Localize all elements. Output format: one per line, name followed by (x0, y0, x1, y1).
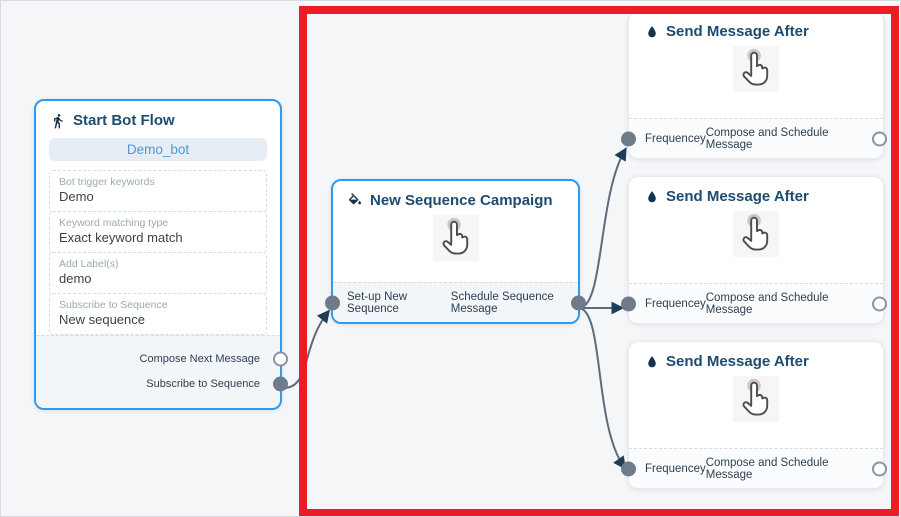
tap-hand-cursor-icon[interactable] (432, 215, 479, 261)
output-port-compose-next-message[interactable] (273, 351, 288, 366)
field-value: Demo (59, 188, 94, 204)
input-port-label: Frequencey (645, 297, 706, 310)
output-port-subscribe-to-sequence[interactable] (273, 376, 288, 391)
node-body (629, 376, 883, 422)
field-label: Subscribe to Sequence (59, 298, 168, 311)
node-body (629, 46, 883, 92)
node-send-message-after-1[interactable]: Send Message After Frequencey Compose an… (621, 11, 887, 159)
node-title: Start Bot Flow (73, 112, 175, 129)
input-port-label: Frequencey (645, 132, 706, 145)
node-footer: Frequencey Compose and Schedule Message (621, 118, 887, 158)
water-drop-icon (648, 355, 656, 367)
input-port-label: Set-up New Sequence (347, 290, 408, 315)
node-title: Send Message After (666, 23, 809, 40)
node-header: Send Message After (629, 177, 883, 211)
water-drop-icon (648, 190, 656, 202)
node-footer: Frequencey Compose and Schedule Message (621, 448, 887, 488)
output-port-compose-and-schedule[interactable] (872, 131, 887, 146)
field-value: New sequence (59, 312, 145, 328)
edge-start-to-sequence (283, 309, 331, 389)
node-new-sequence-campaign[interactable]: New Sequence Campaign Set-up New Sequenc… (325, 179, 586, 324)
node-body (629, 211, 883, 257)
field-label: Bot trigger keywords (59, 175, 155, 188)
bot-name-button[interactable]: Demo_bot (49, 138, 267, 161)
field-label: Keyword matching type (59, 216, 169, 229)
port-label: Compose Next Message (139, 352, 260, 365)
node-header: New Sequence Campaign (333, 181, 578, 215)
output-port-label: Schedule Sequence Message (450, 290, 554, 315)
node-footer: Set-up New Sequence Schedule Sequence Me… (325, 282, 586, 322)
node-footer: Compose Next Message Subscribe to Sequen… (36, 335, 288, 408)
node-send-message-after-3[interactable]: Send Message After Frequencey Compose an… (621, 341, 887, 489)
field-value: demo (59, 271, 92, 287)
field-list: Bot trigger keywords Demo Keyword matchi… (49, 169, 267, 335)
edge-sequence-to-send-1 (579, 147, 627, 309)
input-port-set-up-new-sequence[interactable] (325, 295, 340, 310)
tap-hand-cursor-icon[interactable] (733, 46, 779, 92)
node-header: Send Message After (629, 342, 883, 376)
output-row-compose-next-message: Compose Next Message (36, 346, 288, 371)
field-value: Exact keyword match (59, 229, 183, 245)
input-port-label: Frequencey (645, 462, 706, 475)
node-title: New Sequence Campaign (370, 192, 553, 209)
field-add-labels[interactable]: Add Label(s) demo (49, 251, 267, 294)
input-port-frequencey[interactable] (621, 461, 636, 476)
water-drop-icon (648, 25, 656, 37)
node-body (333, 215, 578, 261)
output-port-schedule-sequence-message[interactable] (571, 295, 586, 310)
output-port-compose-and-schedule[interactable] (872, 461, 887, 476)
edge-sequence-to-send-3 (579, 307, 626, 470)
output-row-subscribe-to-sequence: Subscribe to Sequence (36, 371, 288, 396)
field-subscribe-to-sequence[interactable]: Subscribe to Sequence New sequence (49, 292, 267, 335)
walking-person-icon (54, 113, 63, 128)
node-send-message-after-2[interactable]: Send Message After Frequencey Compose an… (621, 176, 887, 324)
paint-bucket-icon (348, 192, 361, 204)
input-port-frequencey[interactable] (621, 296, 636, 311)
tap-hand-cursor-icon[interactable] (733, 211, 779, 257)
tap-hand-cursor-icon[interactable] (733, 376, 779, 422)
node-start-bot-flow[interactable]: Start Bot Flow Demo_bot Bot trigger keyw… (34, 99, 288, 410)
output-port-label: Compose and Schedule Message (705, 126, 829, 151)
field-bot-trigger-keywords[interactable]: Bot trigger keywords Demo (49, 169, 267, 212)
field-label: Add Label(s) (59, 257, 119, 270)
input-port-frequencey[interactable] (621, 131, 636, 146)
node-footer: Frequencey Compose and Schedule Message (621, 283, 887, 323)
output-port-label: Compose and Schedule Message (705, 456, 829, 481)
output-port-compose-and-schedule[interactable] (872, 296, 887, 311)
node-title: Send Message After (666, 188, 809, 205)
port-label: Subscribe to Sequence (146, 377, 260, 390)
node-header: Send Message After (629, 12, 883, 46)
node-header: Start Bot Flow (36, 101, 280, 135)
output-port-label: Compose and Schedule Message (705, 291, 829, 316)
node-title: Send Message After (666, 353, 809, 370)
field-keyword-matching-type[interactable]: Keyword matching type Exact keyword matc… (49, 210, 267, 253)
